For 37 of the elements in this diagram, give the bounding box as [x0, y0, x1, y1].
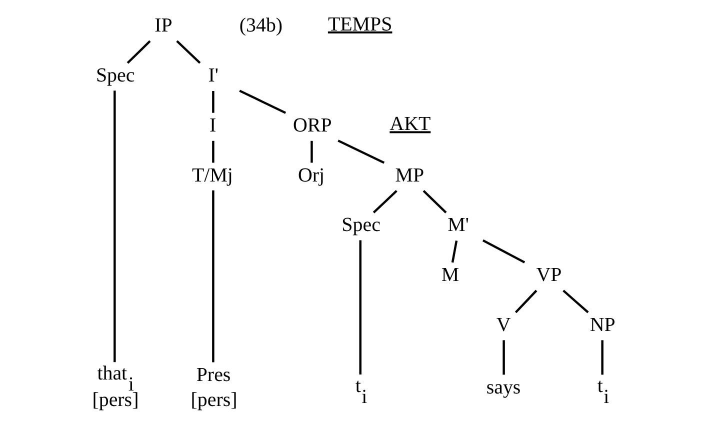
- label: AKT: [389, 113, 430, 136]
- node-text: says: [486, 376, 520, 398]
- node-text: IP: [154, 14, 172, 37]
- connector: [337, 140, 384, 164]
- connector: [358, 240, 361, 374]
- node-text: MP: [394, 164, 424, 186]
- node-text: M: [440, 264, 459, 286]
- connector: [310, 140, 312, 163]
- connector: [562, 290, 588, 314]
- connector: [450, 240, 458, 263]
- connector: [514, 290, 537, 314]
- node-text: ORP: [292, 114, 332, 136]
- connector: [212, 140, 214, 163]
- connector: [212, 91, 214, 113]
- connector: [126, 40, 150, 64]
- connector: [212, 190, 214, 362]
- connector: [238, 90, 286, 114]
- connector: [502, 340, 504, 375]
- node-text: T/Mj: [191, 164, 232, 186]
- connector: [176, 40, 200, 64]
- node-text: Orj: [298, 164, 324, 186]
- label: (34b): [238, 14, 282, 37]
- node-text: M': [447, 214, 469, 236]
- connector: [600, 340, 603, 375]
- node-text: Pres [pers]: [190, 364, 237, 411]
- node-text: NP: [589, 314, 615, 336]
- node-text: I: [208, 114, 216, 136]
- connector: [372, 190, 397, 214]
- node-text: I': [208, 64, 218, 87]
- connector: [113, 90, 116, 362]
- connector: [422, 190, 446, 214]
- node-text: VP: [536, 264, 562, 286]
- node-text: Spec: [341, 214, 380, 236]
- label: TEMPS: [327, 13, 392, 36]
- node-text: V: [496, 314, 510, 336]
- node-text: Spec: [95, 64, 134, 87]
- connector: [482, 239, 525, 264]
